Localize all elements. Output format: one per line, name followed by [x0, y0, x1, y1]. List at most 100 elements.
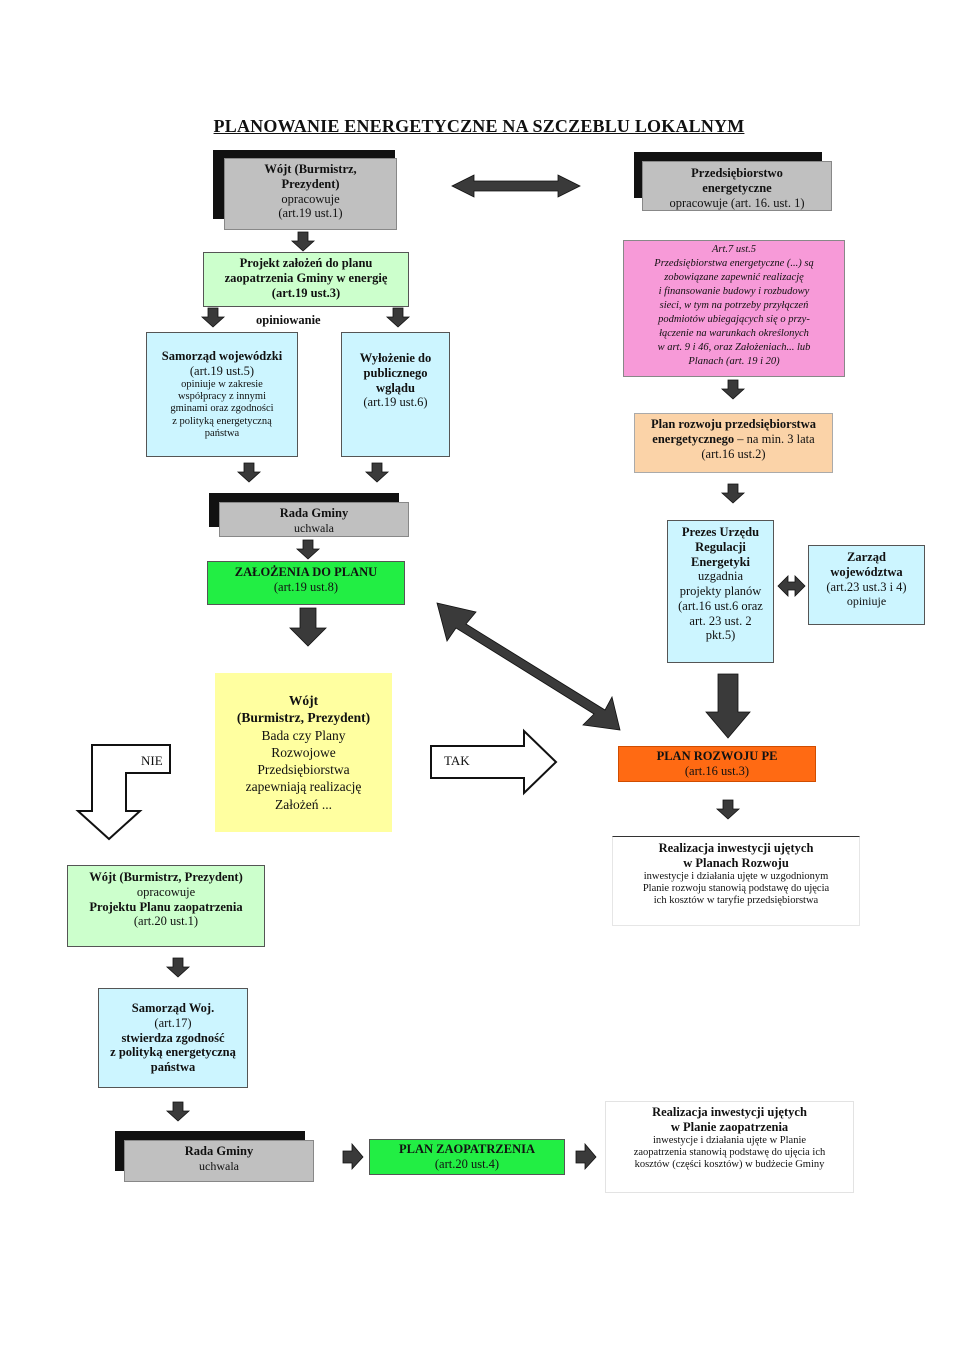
arrow-down-rada	[296, 539, 320, 560]
plan-rozwoju-line3: (art.16 ust.2)	[701, 446, 766, 461]
prezes-line3: Energetyki	[690, 554, 751, 569]
prezes-line7: art. 23 ust. 2	[689, 613, 752, 628]
art7-line3: zobowiązane zapewnić realizację	[664, 271, 804, 283]
realizacja1-line4: Planie rozwoju stanowią podstawę do ujęc…	[642, 882, 830, 894]
art7-line8: w art. 9 i 46, oraz Założeniach... lub	[657, 341, 811, 353]
arrow-down-prezes	[705, 673, 751, 739]
prezes-line6: (art.16 ust.6 oraz	[678, 598, 763, 613]
arrow-double-diagonal	[436, 602, 621, 731]
art7-line2: Przedsiębiorstwa energetyczne (...) są	[654, 257, 814, 269]
art7-line9: Planach (art. 19 i 20)	[688, 355, 780, 367]
wylozenie-line2: publicznego	[363, 365, 428, 380]
zarzad-line4: opiniuje	[846, 594, 887, 609]
wojt2-box: Wójt (Burmistrz, Prezydent) opracowuje P…	[67, 865, 265, 947]
realizacja2-line3: inwestycje i działania ujęte w Planie	[652, 1134, 807, 1146]
samorzad2-line3: stwierdza zgodność	[121, 1030, 225, 1045]
projekt-line3: (art.19 ust.3)	[271, 285, 341, 300]
realizacja1-box: Realizacja inwestycji ujętych w Planach …	[612, 836, 860, 926]
wojt-bada-box: Wójt (Burmistrz, Prezydent) Bada czy Pla…	[215, 673, 392, 832]
wojt-bada-line5: Przedsiębiorstwa	[257, 762, 350, 778]
arrow-down-wojt	[291, 231, 315, 252]
projekt-line1: Projekt założeń do planu	[239, 256, 373, 270]
wojt-box: Wójt (Burmistrz, Prezydent) opracowuje (…	[224, 158, 397, 230]
samorzad-line2: (art.19 ust.5)	[189, 363, 255, 378]
art7-line1: Art.7 ust.5	[711, 244, 757, 255]
arrow-double-zarzad	[777, 575, 806, 597]
realizacja2-line5: kosztów (części kosztów) w budżecie Gmin…	[634, 1159, 825, 1171]
arrow-down-wojt2	[166, 957, 190, 978]
arrow-down-samorzad2	[166, 1101, 190, 1122]
wylozenie-line4: (art.19 ust.6)	[363, 395, 428, 410]
arrow-down-plan-pe	[716, 799, 740, 820]
realizacja2-box: Realizacja inwestycji ujętych w Planie z…	[605, 1101, 854, 1193]
arrow-right-plan-zaop	[575, 1142, 597, 1171]
realizacja2-line1: Realizacja inwestycji ujętych	[652, 1105, 807, 1119]
prezes-box: Prezes Urzędu Regulacji Energetyki uzgad…	[667, 520, 774, 663]
tak-label: TAK	[444, 753, 470, 768]
rada2-line1: Rada Gminy	[184, 1144, 254, 1158]
samorzad-line4: współpracy z innymi	[177, 390, 267, 402]
opiniowanie-label: opiniowanie	[256, 313, 321, 327]
wojt2-line1: Wójt (Burmistrz, Prezydent)	[89, 870, 243, 884]
wojt-bada-line6: zapewniają realizację	[245, 779, 362, 795]
samorzad2-line1: Samorząd Woj.	[131, 1001, 215, 1015]
arrow-down-wylozenie	[365, 462, 389, 483]
wojt-line2: Prezydent)	[281, 176, 340, 191]
art7-line4: i finansowanie budowy i rozbudowy	[658, 285, 810, 297]
art7-line7: łączenie na warunkach określonych	[659, 327, 809, 339]
rada1-line1: Rada Gminy	[279, 506, 349, 520]
prezes-line8: pkt.5)	[705, 628, 736, 643]
wylozenie-box: Wyłożenie do publicznego wglądu (art.19 …	[341, 332, 450, 457]
zalozenia-line2: (art.19 ust.8)	[273, 579, 339, 594]
plan-zaop-box: PLAN ZAOPATRZENIA (art.20 ust.4)	[369, 1139, 565, 1175]
art7-line5: sieci, w tym na potrzeby przyłączeń	[659, 299, 809, 311]
plan-pe-line1: PLAN ROZWOJU PE	[656, 749, 778, 763]
wylozenie-line1: Wyłożenie do	[359, 351, 432, 365]
art7-line6: podmiotów ubiegających się o przy-	[658, 313, 810, 325]
wojt2-line2: opracowuje	[136, 884, 196, 899]
realizacja1-line3: inwestycje i działania ujęte w uzgodnion…	[643, 870, 829, 882]
wojt-bada-line2: (Burmistrz, Prezydent)	[236, 710, 371, 726]
przeds-line3: opracowuje (art. 16. ust. 1)	[669, 195, 805, 210]
diagram-title: PLANOWANIE ENERGETYCZNE NA SZCZEBLU LOKA…	[213, 116, 745, 136]
arrow-down-plan-rozwoju	[721, 483, 745, 504]
realizacja1-line2: w Planach Rozwoju	[683, 855, 789, 870]
wojt-bada-line3: Bada czy Plany	[261, 727, 346, 743]
zalozenia-line1: ZAŁOŻENIA DO PLANU	[234, 565, 378, 579]
wojt-line1: Wójt (Burmistrz,	[264, 162, 357, 176]
plan-rozwoju-line1: Plan rozwoju przedsiębiorstwa	[650, 417, 817, 431]
plan-pe-box: PLAN ROZWOJU PE (art.16 ust.3)	[618, 746, 816, 782]
wylozenie-line3: wglądu	[376, 380, 415, 395]
wojt-bada-line4: Rozwojowe	[271, 744, 336, 760]
arrow-double-top	[451, 174, 581, 198]
plan-rozwoju-box: Plan rozwoju przedsiębiorstwa energetycz…	[634, 413, 833, 473]
zarzad-box: Zarząd województwa (art.23 ust.3 i 4) op…	[808, 545, 925, 625]
realizacja1-line5: ich kosztów w taryfie przedsiębiorstwa	[653, 895, 819, 907]
samorzad-line5: gminami oraz zgodności	[170, 403, 274, 415]
rada2-line2: uchwala	[199, 1158, 239, 1173]
plan-pe-line2: (art.16 ust.3)	[684, 763, 750, 778]
wojt-line4: (art.19 ust.1)	[278, 206, 343, 221]
art7-box: Art.7 ust.5 Przedsiębiorstwa energetyczn…	[623, 240, 845, 377]
samorzad2-box: Samorząd Woj. (art.17) stwierdza zgodnoś…	[98, 988, 248, 1088]
przeds-box: Przedsiębiorstwo energetyczne opracowuje…	[642, 161, 832, 211]
samorzad-box: Samorząd wojewódzki (art.19 ust.5) opini…	[146, 332, 298, 457]
prezes-line4: uzgadnia	[697, 569, 744, 584]
samorzad2-line2: (art.17)	[154, 1015, 192, 1030]
arrow-down-right-opin	[386, 307, 410, 328]
arrow-nie	[75, 744, 171, 841]
arrow-down-samorzad	[237, 462, 261, 483]
rada1-box: Rada Gminy uchwala	[219, 502, 409, 537]
wojt2-line4: (art.20 ust.1)	[133, 914, 199, 929]
samorzad-line7: państwa	[204, 428, 240, 439]
samorzad-line1: Samorząd wojewódzki	[161, 349, 283, 363]
przeds-line1: Przedsiębiorstwo	[691, 166, 783, 180]
zarzad-line3: (art.23 ust.3 i 4)	[826, 579, 907, 594]
arrow-down-left-opin	[201, 307, 225, 328]
samorzad2-line5: państwa	[150, 1060, 196, 1074]
arrow-tak	[430, 728, 558, 796]
wojt-bada-line7: Założeń ...	[275, 796, 332, 812]
plan-rozwoju-line2a: energetycznego	[652, 431, 735, 446]
rada1-line2: uchwala	[294, 520, 334, 535]
